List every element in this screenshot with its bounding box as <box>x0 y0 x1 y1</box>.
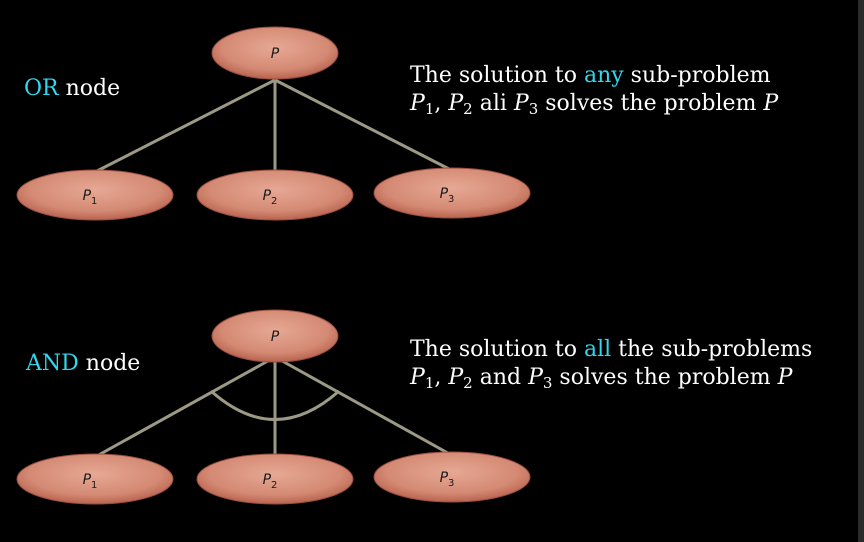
and-edge-3 <box>274 355 456 459</box>
and-arc <box>210 389 340 421</box>
or-highlight-any: any <box>583 63 624 88</box>
or-label-rest: node <box>58 76 121 101</box>
and-root-node: P <box>211 309 339 363</box>
and-child-node-3: P3 <box>373 451 531 503</box>
svg-text:P1: P1 <box>83 188 98 207</box>
svg-text:P: P <box>271 46 280 62</box>
and-child-node-1: P1 <box>16 453 174 505</box>
and-highlight-all: all <box>583 337 612 362</box>
svg-text:P2: P2 <box>263 188 278 207</box>
or-keyword: OR <box>24 76 59 101</box>
and-description: The solution to all the sub-problems P1,… <box>410 336 812 392</box>
or-description-line-2: P1, P2 ali P3 solves the problem P <box>410 91 779 118</box>
or-child-node-1: P1 <box>16 169 174 221</box>
and-child-node-2: P2 <box>196 453 354 505</box>
or-edge-1 <box>94 78 276 174</box>
and-description-line-1: The solution to all the sub-problems <box>410 337 813 362</box>
or-edges <box>94 78 456 174</box>
and-keyword: AND <box>26 351 79 376</box>
svg-text:P3: P3 <box>440 186 455 205</box>
or-description-line-1: The solution to any sub-problem <box>410 63 771 88</box>
or-edge-3 <box>274 78 456 174</box>
and-edge-1 <box>94 355 276 459</box>
and-edges <box>94 355 456 459</box>
svg-text:P1: P1 <box>83 472 98 491</box>
and-label-rest: node <box>78 351 141 376</box>
or-root-node: P <box>211 26 339 80</box>
or-child-node-2: P2 <box>196 169 354 221</box>
and-node-label: AND node <box>26 351 140 376</box>
and-description-line-2: P1, P2 and P3 solves the problem P <box>410 365 793 392</box>
svg-text:P: P <box>271 329 280 345</box>
svg-text:P3: P3 <box>440 470 455 489</box>
right-edge-bar <box>858 0 864 542</box>
svg-text:P2: P2 <box>263 472 278 491</box>
or-child-node-3: P3 <box>373 167 531 219</box>
or-node-label: OR node <box>24 76 120 101</box>
or-description: The solution to any sub-problem P1, P2 a… <box>410 62 778 118</box>
